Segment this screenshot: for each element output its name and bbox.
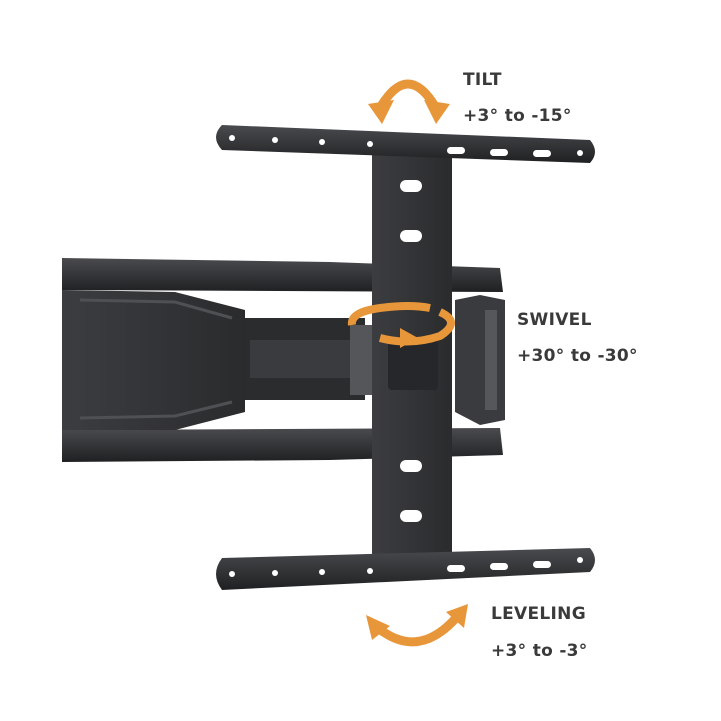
top-mounting-bar bbox=[216, 125, 595, 163]
leveling-arrow-icon bbox=[366, 604, 468, 647]
swivel-arrow-icon bbox=[347, 302, 455, 348]
vertical-spine bbox=[372, 150, 452, 568]
tilt-label: TILT bbox=[463, 70, 502, 90]
tilt-arrow-icon bbox=[368, 79, 450, 124]
swivel-bracket bbox=[455, 295, 505, 425]
swivel-range: +30° to -30° bbox=[517, 346, 638, 366]
wall-plate bbox=[62, 290, 245, 430]
leveling-range: +3° to -3° bbox=[491, 641, 588, 661]
leveling-label: LEVELING bbox=[491, 604, 586, 624]
tilt-range: +3° to -15° bbox=[463, 106, 572, 126]
articulating-arm bbox=[245, 318, 375, 400]
swivel-label: SWIVEL bbox=[517, 310, 592, 330]
bottom-mounting-bar bbox=[216, 548, 595, 590]
